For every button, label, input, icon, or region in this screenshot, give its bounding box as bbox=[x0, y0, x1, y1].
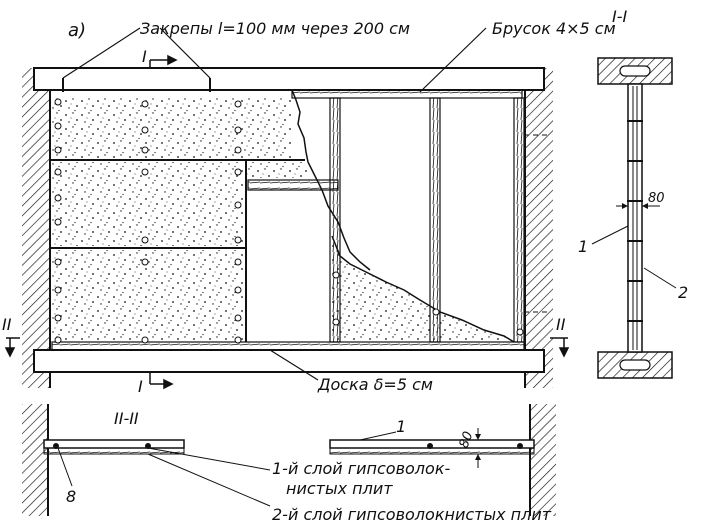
mark-II-right-label: II bbox=[556, 315, 566, 334]
gypsum-panel-top bbox=[52, 98, 292, 158]
section-mark-II-left bbox=[4, 337, 20, 358]
gypsum-panel-bot bbox=[52, 250, 244, 342]
layer1-line1: 1-й слой гипсоволок- bbox=[272, 459, 450, 478]
stud-2 bbox=[429, 97, 441, 343]
callout-2-side: 2 bbox=[678, 283, 688, 302]
callout-1-side: 1 bbox=[578, 237, 588, 256]
bottom-board bbox=[33, 349, 545, 373]
gypsum-panel-mid bbox=[52, 162, 244, 246]
section-II-II-label: II-II bbox=[114, 409, 139, 428]
dim-80-plan: 80 bbox=[457, 430, 477, 451]
left-wall bbox=[22, 68, 50, 388]
callout-8: 8 bbox=[66, 487, 76, 506]
section-mark-I-bottom bbox=[149, 372, 174, 390]
figure-label: а) bbox=[68, 20, 86, 41]
bottom-bar bbox=[51, 341, 525, 351]
mark-I-top-label: I bbox=[142, 47, 147, 66]
top-board bbox=[33, 67, 545, 91]
gypsum-lower-right bbox=[332, 236, 514, 342]
right-wall bbox=[525, 68, 553, 388]
bar-label: Брусок 4×5 см bbox=[492, 19, 616, 38]
section-mark-I-top bbox=[149, 54, 178, 68]
layer1-line2: нистых плит bbox=[286, 479, 393, 498]
callout-1-plan: 1 bbox=[396, 417, 406, 436]
fasteners-label: Закрепы l=100 мм через 200 см bbox=[140, 19, 410, 38]
mark-II-left-label: II bbox=[2, 315, 12, 334]
mid-horizontal-bar bbox=[247, 179, 339, 191]
dim-80-side: 80 bbox=[648, 191, 665, 206]
stud-3 bbox=[513, 97, 525, 343]
section-I-I-label: I-I bbox=[612, 7, 627, 26]
mark-I-bottom-label: I bbox=[138, 377, 143, 396]
section-II-II bbox=[22, 404, 556, 516]
layer2-label: 2-й слой гипсоволокнистых плит bbox=[272, 505, 552, 524]
section-mark-II-right bbox=[550, 337, 570, 358]
torn-edge-top bbox=[291, 89, 371, 271]
fastener-circles bbox=[54, 98, 524, 344]
top-bar bbox=[291, 89, 523, 99]
board-label: Доска δ=5 см bbox=[317, 375, 433, 394]
section-I-I bbox=[591, 57, 677, 379]
